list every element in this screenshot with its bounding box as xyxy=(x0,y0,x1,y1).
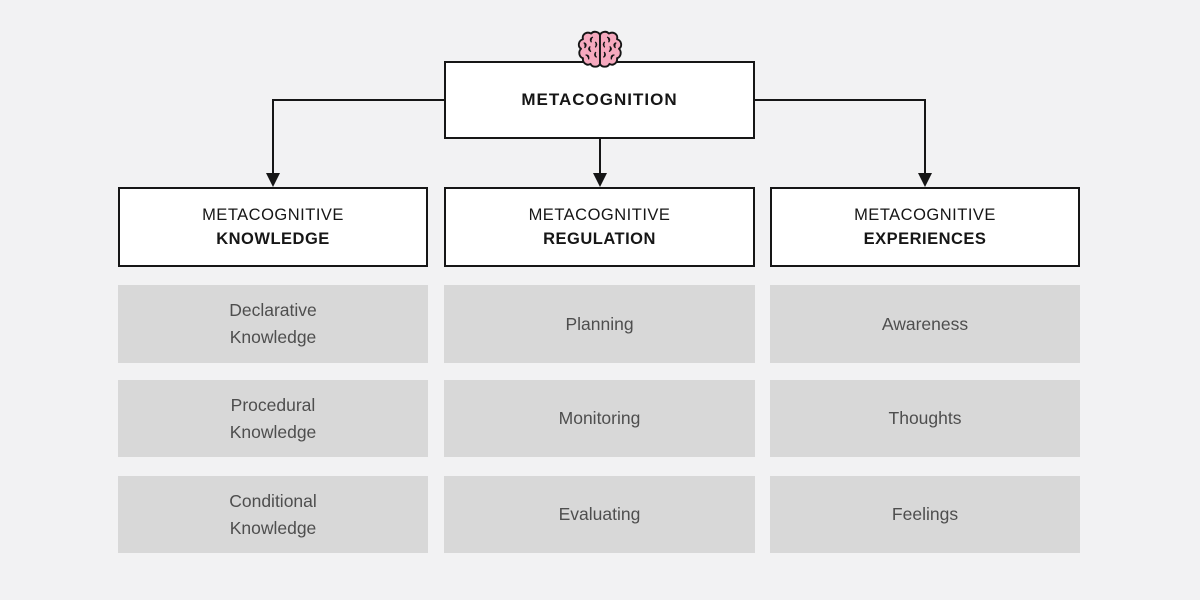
arrowhead-right xyxy=(918,173,932,187)
item-conditional-knowledge: Conditional Knowledge xyxy=(118,476,428,553)
node-label: METACOGNITIVE REGULATION xyxy=(529,203,671,251)
node-metacognitive-regulation: METACOGNITIVE REGULATION xyxy=(444,187,755,267)
connector-left xyxy=(272,99,444,175)
heading-line1: METACOGNITIVE xyxy=(202,206,344,224)
node-metacognitive-experiences: METACOGNITIVE EXPERIENCES xyxy=(770,187,1080,267)
item-thoughts: Thoughts xyxy=(770,380,1080,457)
heading-line2: REGULATION xyxy=(543,230,656,248)
arrowhead-middle xyxy=(593,173,607,187)
brain-icon xyxy=(577,30,623,68)
heading-line2: KNOWLEDGE xyxy=(216,230,330,248)
node-label: METACOGNITIVE KNOWLEDGE xyxy=(202,203,344,251)
item-awareness: Awareness xyxy=(770,285,1080,363)
item-monitoring: Monitoring xyxy=(444,380,755,457)
item-feelings: Feelings xyxy=(770,476,1080,553)
heading-line2: EXPERIENCES xyxy=(863,230,987,248)
node-metacognitive-knowledge: METACOGNITIVE KNOWLEDGE xyxy=(118,187,428,267)
root-node: METACOGNITION xyxy=(444,61,755,139)
item-declarative-knowledge: Declarative Knowledge xyxy=(118,285,428,363)
item-procedural-knowledge: Procedural Knowledge xyxy=(118,380,428,457)
item-planning: Planning xyxy=(444,285,755,363)
connector-right xyxy=(755,99,926,175)
heading-line1: METACOGNITIVE xyxy=(528,206,671,224)
item-evaluating: Evaluating xyxy=(444,476,755,553)
root-node-label: METACOGNITION xyxy=(521,90,678,109)
heading-line1: METACOGNITIVE xyxy=(854,206,996,224)
node-label: METACOGNITIVE EXPERIENCES xyxy=(854,203,996,251)
arrowhead-left xyxy=(266,173,280,187)
